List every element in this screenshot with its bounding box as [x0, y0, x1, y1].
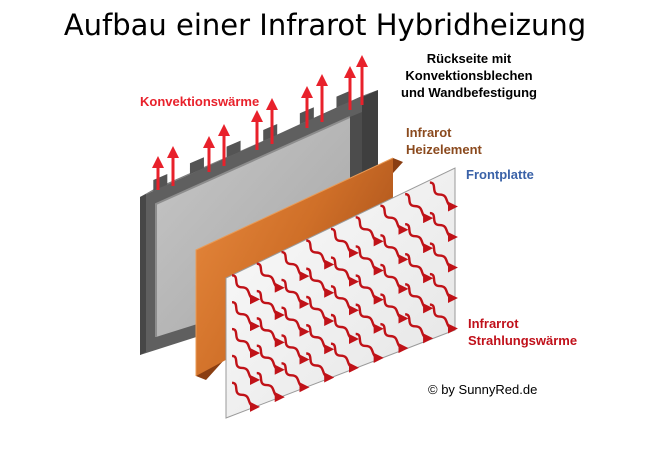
- radiation-wave-icon: [256, 344, 285, 375]
- radiation-waves: [231, 181, 458, 412]
- radiation-wave-icon: [256, 317, 285, 348]
- radiation-wave-icon: [404, 192, 434, 224]
- radiation-wave-icon: [330, 342, 359, 373]
- label-heat-line1: Infrarot: [406, 125, 452, 140]
- radiation-wave-icon: [231, 300, 261, 332]
- label-back-line2: Konvektionsblechen: [405, 68, 533, 83]
- radiation-wave-icon: [429, 181, 458, 212]
- radiation-wave-icon: [231, 327, 261, 359]
- radiation-wave-icon: [330, 227, 359, 258]
- radiation-wave-icon: [281, 250, 310, 282]
- radiation-wave-icon: [281, 362, 310, 393]
- radiation-wave-icon: [404, 313, 434, 344]
- radiation-wave-icon: [330, 313, 359, 345]
- radiation-wave-icon: [231, 381, 261, 412]
- label-heat-line2: Heizelement: [406, 142, 482, 157]
- radiation-wave-icon: [305, 239, 335, 270]
- radiation-wave-icon: [305, 295, 335, 327]
- radiation-wave-icon: [231, 354, 261, 385]
- radiation-wave-icon: [281, 306, 310, 337]
- label-convection: Konvektionswärme: [140, 94, 260, 109]
- radiation-wave-icon: [305, 324, 335, 355]
- radiation-wave-icon: [355, 332, 384, 363]
- radiation-wave-icon: [305, 267, 335, 298]
- radiation-wave-icon: [404, 253, 434, 284]
- radiation-wave-icon: [256, 371, 285, 403]
- radiation-wave-icon: [404, 283, 434, 314]
- radiation-wave-icon: [429, 272, 458, 304]
- radiation-wave-icon: [355, 245, 384, 276]
- label-back-line1: Rückseite mit: [426, 51, 512, 66]
- radiation-wave-icon: [380, 293, 409, 324]
- radiation-wave-icon: [355, 216, 384, 247]
- label-back-line3: und Wandbefestigung: [401, 85, 537, 100]
- diagram-title: Aufbau einer Infrarot Hybridheizung: [63, 8, 587, 42]
- radiation-wave-icon: [330, 256, 359, 287]
- radiation-wave-icon: [256, 289, 285, 321]
- radiation-wave-icon: [256, 262, 285, 293]
- label-rad-line1: Infrarrot: [468, 316, 519, 331]
- label-radiation: Infrarrot Strahlungswärme: [468, 315, 577, 349]
- label-front-plate: Frontplatte: [466, 167, 534, 182]
- radiation-wave-icon: [380, 204, 409, 235]
- radiation-wave-icon: [305, 352, 335, 383]
- radiation-wave-icon: [355, 303, 384, 334]
- radiation-wave-icon: [231, 274, 261, 305]
- radiation-wave-icon: [330, 285, 359, 316]
- radiation-wave-icon: [380, 234, 409, 265]
- radiation-wave-icon: [355, 274, 384, 305]
- radiation-wave-icon: [404, 222, 434, 254]
- label-back-panel: Rückseite mit Konvektionsblechen und Wan…: [384, 50, 554, 101]
- copyright-credit: © by SunnyRed.de: [428, 382, 538, 397]
- label-heating-element: Infrarot Heizelement: [406, 124, 482, 158]
- radiation-wave-icon: [429, 242, 458, 273]
- radiation-wave-icon: [281, 278, 310, 309]
- radiation-wave-icon: [380, 322, 409, 354]
- radiation-wave-icon: [380, 263, 409, 294]
- radiation-wave-icon: [429, 211, 458, 243]
- label-rad-line2: Strahlungswärme: [468, 333, 578, 348]
- convection-arrows: [152, 55, 368, 190]
- radiation-wave-icon: [281, 334, 310, 365]
- radiation-wave-icon: [429, 303, 458, 334]
